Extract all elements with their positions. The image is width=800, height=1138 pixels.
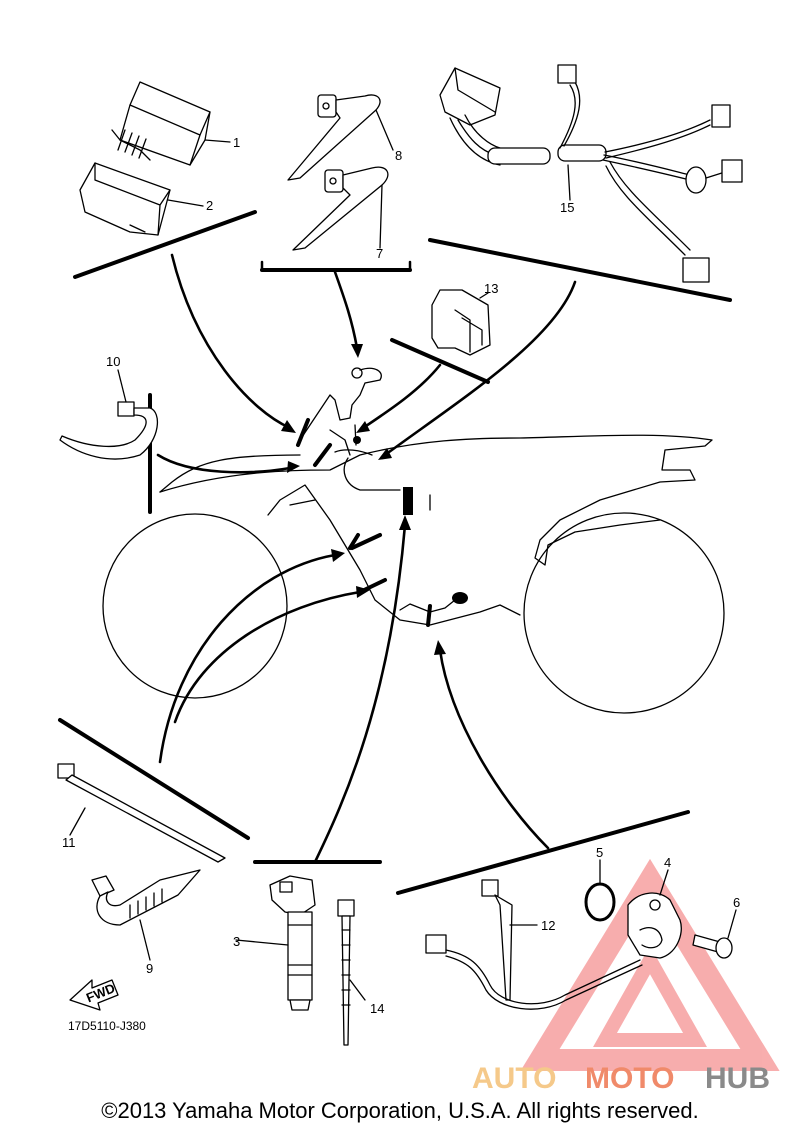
callout-8: 8 <box>395 148 402 163</box>
motorcycle-outline <box>102 367 725 714</box>
callout-13: 13 <box>484 281 498 296</box>
watermark-part3: HUB <box>705 1062 770 1095</box>
watermark-text: AUTO MOTO HUB <box>472 1062 770 1095</box>
callout-2: 2 <box>206 198 213 213</box>
ignition-coil-drawing <box>269 875 316 1011</box>
sensor-drawing <box>627 892 682 959</box>
callout-14: 14 <box>370 1001 384 1016</box>
bike-harness <box>296 418 468 627</box>
band-11-drawing <box>57 763 226 863</box>
callout-10: 10 <box>106 354 120 369</box>
callout-4: 4 <box>664 855 671 870</box>
band-10-drawing <box>59 401 159 460</box>
fwd-arrow-icon: FWD <box>69 979 119 1011</box>
callout-7: 7 <box>376 246 383 261</box>
group-brackets <box>58 210 732 895</box>
callout-9: 9 <box>146 961 153 976</box>
callout-leaders <box>69 109 737 1001</box>
callout-15: 15 <box>560 200 574 215</box>
callout-12: 12 <box>541 918 555 933</box>
sensor-lead-drawing <box>425 934 643 1010</box>
leader-arrows <box>156 253 577 864</box>
watermark-triangle <box>520 858 780 1071</box>
cdi-unit-drawing <box>111 81 211 166</box>
band-9-drawing <box>91 869 201 926</box>
callout-1: 1 <box>233 135 240 150</box>
watermark-part1: AUTO <box>472 1062 556 1095</box>
callout-6: 6 <box>733 895 740 910</box>
callout-3: 3 <box>233 934 240 949</box>
clamp-drawing <box>431 289 491 356</box>
wire-harness-drawing <box>439 64 743 283</box>
band-14-drawing <box>337 899 355 1046</box>
band-8-drawing <box>287 94 381 181</box>
cover-drawing <box>79 162 171 236</box>
callout-11: 11 <box>62 835 76 850</box>
bolt-drawing <box>692 934 733 959</box>
o-ring-drawing <box>584 882 616 922</box>
callout-5: 5 <box>596 845 603 860</box>
callout-numbers: 1 2 3 4 5 6 7 8 9 10 11 12 13 14 15 <box>62 135 740 1016</box>
diagram-code: 17D5110-J380 <box>68 1019 146 1033</box>
band-7-drawing <box>292 166 389 251</box>
band-12-drawing <box>481 879 513 1001</box>
watermark-part2: MOTO <box>585 1062 674 1095</box>
copyright-notice: ©2013 Yamaha Motor Corporation, U.S.A. A… <box>101 1098 699 1123</box>
